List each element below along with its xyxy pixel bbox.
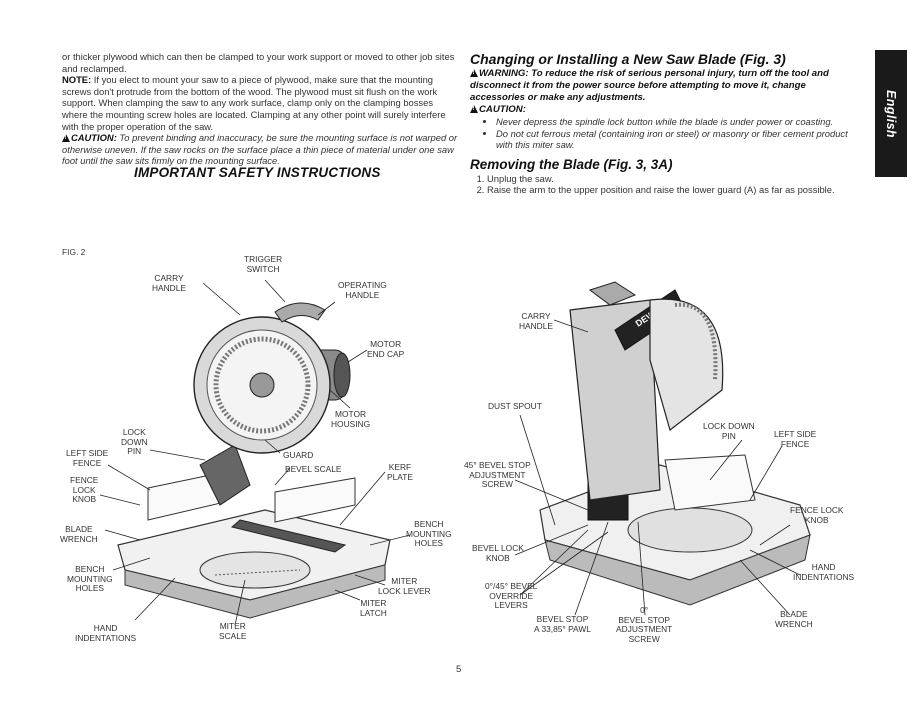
- miter-saw-illustration-fig2: [99, 279, 411, 626]
- caution-text: To prevent binding and inaccuracy, be su…: [62, 132, 458, 167]
- label-guard: GUARD: [283, 450, 314, 460]
- label-bevel-lock-knob: BEVEL LOCK KNOB: [472, 543, 524, 563]
- safety-heading: IMPORTANT SAFETY INSTRUCTIONS: [134, 165, 381, 180]
- note-text: If you elect to mount your saw to a piec…: [62, 74, 446, 132]
- label-bevel-stop-adjustment-screw: 45° BEVEL STOP ADJUSTMENT SCREW: [464, 460, 531, 490]
- left-column-text: or thicker plywood which can then be cla…: [62, 51, 458, 167]
- miter-saw-illustration-fig3: DEWALT: [514, 281, 811, 616]
- caution-paragraph: CAUTION: To prevent binding and inaccura…: [62, 132, 458, 167]
- label-bench-mounting-holes-left: BENCH MOUNTING HOLES: [67, 564, 113, 594]
- label-zero-bevel-stop-screw: 0° BEVEL STOP ADJUSTMENT SCREW: [616, 605, 673, 644]
- caution-label: CAUTION:: [71, 132, 117, 144]
- warning-triangle-icon: [62, 134, 70, 143]
- warning-triangle-icon: [470, 69, 478, 77]
- label-miter-lock-lever: MITER LOCK LEVER: [378, 576, 431, 596]
- warning-triangle-icon: [470, 105, 478, 114]
- label-miter-latch: MITER LATCH: [360, 598, 387, 618]
- figure-3: DEWALT CARRY HANDL: [460, 260, 870, 660]
- removing-blade-subtitle: Removing the Blade (Fig. 3, 3A): [470, 156, 673, 172]
- label-left-side-fence: LEFT SIDE FENCE: [774, 429, 817, 449]
- label-left-side-fence: LEFT SIDE FENCE: [66, 448, 109, 468]
- label-carry-handle: CARRY HANDLE: [519, 311, 553, 331]
- step-item: Raise the arm to the upper position and …: [487, 184, 862, 196]
- label-dust-spout: DUST SPOUT: [488, 401, 542, 411]
- label-motor-end-cap: MOTOR END CAP: [367, 339, 405, 359]
- removal-steps: Unplug the saw. Raise the arm to the upp…: [470, 173, 862, 196]
- label-blade-wrench: BLADE WRENCH: [775, 609, 813, 629]
- label-bevel-scale: BEVEL SCALE: [285, 464, 342, 474]
- label-trigger-switch: TRIGGER SWITCH: [244, 254, 283, 274]
- blade-section-title: Changing or Installing a New Saw Blade (…: [470, 51, 786, 67]
- note-label: NOTE:: [62, 74, 92, 86]
- label-blade-wrench: BLADE WRENCH: [60, 524, 98, 544]
- note-paragraph: NOTE: If you elect to mount your saw to …: [62, 74, 458, 132]
- label-bevel-stop-pawl: BEVEL STOP A 33,85° PAWL: [534, 614, 591, 634]
- label-bench-mounting-holes-right: BENCH MOUNTING HOLES: [406, 519, 452, 549]
- caution-item: Do not cut ferrous metal (containing iro…: [496, 128, 862, 151]
- language-tab-label: English: [884, 89, 898, 138]
- label-fence-lock-knob: FENCE LOCK KNOB: [790, 505, 844, 525]
- label-carry-handle: CARRY HANDLE: [152, 273, 186, 293]
- caution-item: Never depress the spindle lock button wh…: [496, 116, 862, 127]
- plywood-paragraph: or thicker plywood which can then be cla…: [62, 51, 455, 74]
- label-hand-indentations: HAND INDENTATIONS: [793, 562, 855, 582]
- caution-list: Never depress the spindle lock button wh…: [470, 116, 862, 150]
- label-hand-indentations: HAND INDENTATIONS: [75, 623, 137, 643]
- step-item: Unplug the saw.: [487, 173, 862, 185]
- figure-2-label: FIG. 2: [62, 247, 86, 257]
- caution-heading-text: CAUTION:: [479, 104, 526, 116]
- label-kerf-plate: KERF PLATE: [387, 462, 413, 482]
- warning-paragraph: WARNING: To reduce the risk of serious p…: [470, 68, 862, 103]
- caution-heading: CAUTION:: [470, 104, 862, 115]
- warning-text: WARNING: To reduce the risk of serious p…: [470, 68, 829, 103]
- label-lock-down-pin: LOCK DOWN PIN: [121, 427, 148, 457]
- label-fence-lock-knob: FENCE LOCK KNOB: [70, 475, 99, 505]
- figure-2: FIG. 2: [0, 240, 460, 660]
- right-column-text: Changing or Installing a New Saw Blade (…: [470, 51, 862, 196]
- label-lock-down-pin: LOCK DOWN PIN: [703, 421, 755, 441]
- language-tab: English: [875, 50, 907, 177]
- label-override-levers: 0°/45° BEVEL OVERRIDE LEVERS: [485, 581, 538, 611]
- label-motor-housing: MOTOR HOUSING: [331, 409, 371, 429]
- label-operating-handle: OPERATING HANDLE: [338, 280, 387, 300]
- page-number: 5: [456, 664, 462, 675]
- label-miter-scale: MITER SCALE: [219, 621, 247, 641]
